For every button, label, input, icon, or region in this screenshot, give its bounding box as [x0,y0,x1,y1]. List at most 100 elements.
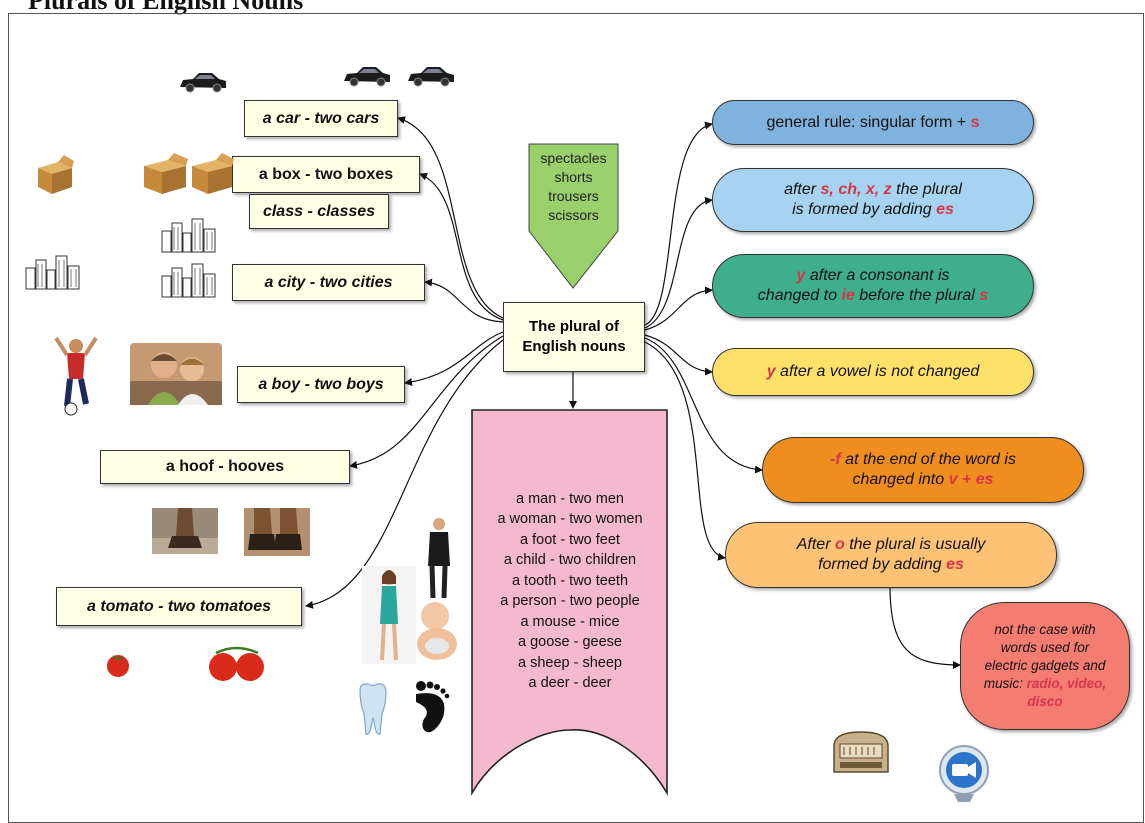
link-rule6 [644,341,726,561]
baby-photo [417,602,457,660]
rule-accent: s [979,287,989,304]
rule-text: after a vowel is not changed [775,363,980,380]
link-box [419,173,504,321]
rule-accent: s, ch, x, z [820,181,892,198]
tag-line: shorts [554,169,593,185]
irregular-item: a goose - geese [518,634,622,650]
rule-text: the plural is usually [844,536,986,553]
irregular-item: a person - two people [500,593,640,609]
rule-y-vowel[interactable]: y after a vowel is not changed [712,348,1034,396]
central-topic-line: English nouns [522,338,626,355]
example-class[interactable]: class - classes [249,194,389,229]
hoof-photo [244,508,310,556]
example-box[interactable]: a box - two boxes [232,156,420,193]
boy-photo [130,343,222,405]
rule-text: words used for [1000,640,1090,655]
link-rule2 [644,196,713,329]
city-icon [161,263,216,298]
rule-y-consonant[interactable]: y after a consonant is changed to ie bef… [712,254,1034,318]
rule-text: after [784,181,821,198]
rule-f-ending[interactable]: -f at the end of the word is changed int… [762,437,1084,503]
link-hoof [349,335,504,469]
example-hoof[interactable]: a hoof - hooves [100,450,350,484]
tomato-icon [107,655,129,677]
rule-accent: y [796,267,806,284]
example-car[interactable]: a car - two cars [244,100,398,137]
rule-text: general rule: singular form + [766,113,971,131]
video-icon [939,745,989,802]
irregular-item: a woman - two women [497,511,643,527]
box-icon [144,153,188,194]
link-rule1 [644,121,713,326]
city-icon [161,218,216,253]
example-boy[interactable]: a boy - two boys [237,366,405,403]
rule-text: formed by adding [818,556,947,573]
link-city [424,278,504,323]
car-icon [180,73,226,93]
irregular-list: a man - two men a woman - two women a fo… [470,485,670,697]
irregular-item: a child - two children [503,552,637,568]
rule-text: After [796,536,835,553]
rule-accent: -f [830,451,841,468]
box-icon [38,155,74,194]
hoof-photo [152,508,218,554]
rule-accent: y [766,363,776,380]
page-title: Plurals of English Nouns [28,0,304,15]
foot-icon [416,681,450,733]
rule-o-ending[interactable]: After o the plural is usually formed by … [725,522,1057,588]
irregular-item: a mouse - mice [520,613,620,630]
link-rule4 [644,334,713,376]
rule-text: is formed by adding [792,201,937,218]
boy-icon [54,336,98,416]
rule-text: changed into [852,471,949,488]
rule-text: changed to [757,287,842,304]
rule-exception-gadgets[interactable]: not the case with words used for electri… [960,602,1130,730]
rule-accent: disco [1027,694,1063,709]
link-boy [404,331,504,386]
central-topic[interactable]: The plural of English nouns [503,302,645,372]
rule-text: the plural [891,181,962,198]
rule-accent: ie [841,287,855,304]
link-rule3 [644,286,713,331]
rule-accent: es [936,201,954,218]
rule-accent: radio, video, [1026,676,1107,691]
plurale-tantum-text: spectacles shorts trousers scissors [528,148,619,226]
rule-text: music: [983,676,1027,691]
central-topic-line: The plural of [529,318,619,335]
rule-accent: o [834,536,845,553]
tag-line: spectacles [540,150,607,166]
rule-text: electric gadgets and [984,658,1106,673]
irregular-banner [471,409,668,796]
link-rule7 [889,584,961,669]
radio-icon [833,731,889,773]
rule-accent: es [946,556,964,573]
rule-text: at the end of the word is [840,451,1016,468]
irregular-item: a man - two men [516,490,624,507]
example-tomato[interactable]: a tomato - two tomatoes [56,587,302,626]
irregular-item: a tooth - two teeth [511,572,629,589]
box-icon [192,153,234,194]
car-icon [408,67,454,87]
link-tomato [305,339,504,609]
car-icon [344,67,390,87]
link-car [397,116,504,319]
link-rule5 [644,337,763,474]
irregular-item: a sheep - sheep [518,654,622,671]
tomato-icon [209,646,264,681]
irregular-item: a deer - deer [528,675,612,691]
rule-accent: v + es [948,471,994,488]
tag-line: scissors [548,207,599,223]
city-icon [25,255,80,290]
woman-photo [362,566,416,664]
rule-accent: s [970,113,980,131]
tag-line: trousers [548,188,599,204]
man-photo [428,518,450,599]
rule-text: not the case with [994,622,1096,637]
plurale-tantum-tag [528,143,619,289]
irregular-item: a foot - two feet [520,531,620,548]
rule-general[interactable]: general rule: singular form + s [712,100,1034,145]
example-city[interactable]: a city - two cities [232,264,425,301]
rule-text: before the plural [854,287,980,304]
rule-es[interactable]: after s, ch, x, z the plural is formed b… [712,168,1034,232]
